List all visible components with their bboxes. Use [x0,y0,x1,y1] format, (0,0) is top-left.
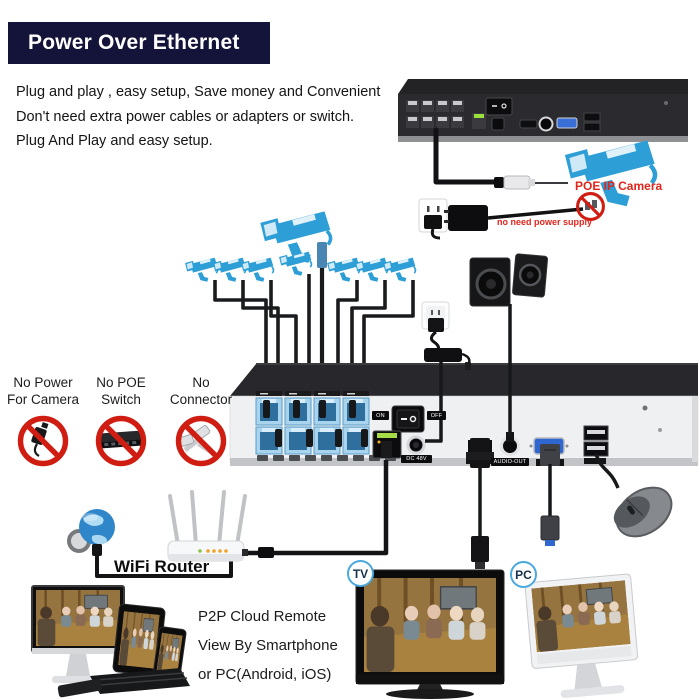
pc-monitor [524,573,639,698]
page-title: Power Over Ethernet [28,31,240,54]
power-adapter-crossed [418,192,605,240]
nvr-poe-ports [255,391,370,455]
device-cluster [31,585,190,698]
intro-text: Plug and play , easy setup, Save money a… [16,80,380,154]
remote-line-2: View By Smartphone [198,637,338,654]
wifi-router-label: WiFi Router [114,557,210,576]
remote-line-1: P2P Cloud Remote [198,608,327,625]
vga-cable [540,464,560,546]
intro-line-3: Plug And Play and easy setup. [16,133,213,149]
tv-monitor [355,569,505,699]
lan-port [372,430,402,459]
poe-camera-cable [433,127,568,190]
restriction-label-2: No POE Switch [96,375,146,407]
usb-ports [583,425,609,464]
intro-line-1: Plug and play , easy setup, Save money a… [16,84,381,100]
camera-icon-3 [240,256,275,283]
mouse [594,453,673,538]
intro-line-2: Don't need extra power cables or adapter… [16,108,355,125]
globe-cable [95,556,233,578]
camera-icon-4 [278,250,313,277]
switch-off-label: OFF [427,411,446,420]
restriction-label-1: No Power For Camera [6,375,79,407]
prohibition-icons [21,419,224,464]
restriction-label-3: No Connector [169,375,233,407]
switch-on-label: ON [372,411,389,420]
speakers [469,253,549,436]
remote [57,678,103,698]
nvr-main-rear [229,363,699,468]
power-switch [391,405,425,433]
dc-power-jack [406,435,426,455]
camera-icon-6 [354,256,389,283]
internet-globe-icon [67,509,233,578]
dc-48v-label: DC 48V [401,455,432,463]
audio-out-jack [500,432,520,456]
audio-out-label: AUDIO-OUT [491,458,529,466]
remote-line-3: or PC(Android, iOS) [198,666,332,683]
dc-power-cable [425,362,443,443]
wifi-router [167,460,389,562]
poe-ip-camera-icon [565,140,655,206]
hdmi-cable [471,466,489,569]
camera-icon-2 [212,256,247,283]
desktop-monitor [31,585,125,683]
no-power-ban-icon [576,192,605,221]
poe-camera-label: POE IP Camera [575,179,663,193]
tv-badge: TV [347,560,374,587]
camera-icon-7 [382,256,417,283]
title-banner: Power Over Ethernet [8,22,270,64]
no-power-note: no need power supply [497,217,593,227]
hdmi-port [466,438,494,468]
keyboard [90,668,190,694]
camera-icon-1 [184,256,219,283]
camera-icon-5 [326,256,361,283]
wall-outlet-adapter [421,301,471,443]
remote-view-text: P2P Cloud Remote View By Smartphone or P… [198,602,338,689]
pc-badge: PC [510,561,537,588]
nvr-top-rear [398,79,688,142]
vga-port [529,437,569,466]
nvr-top-poe-ports [406,100,464,128]
lan-cable [248,460,389,556]
